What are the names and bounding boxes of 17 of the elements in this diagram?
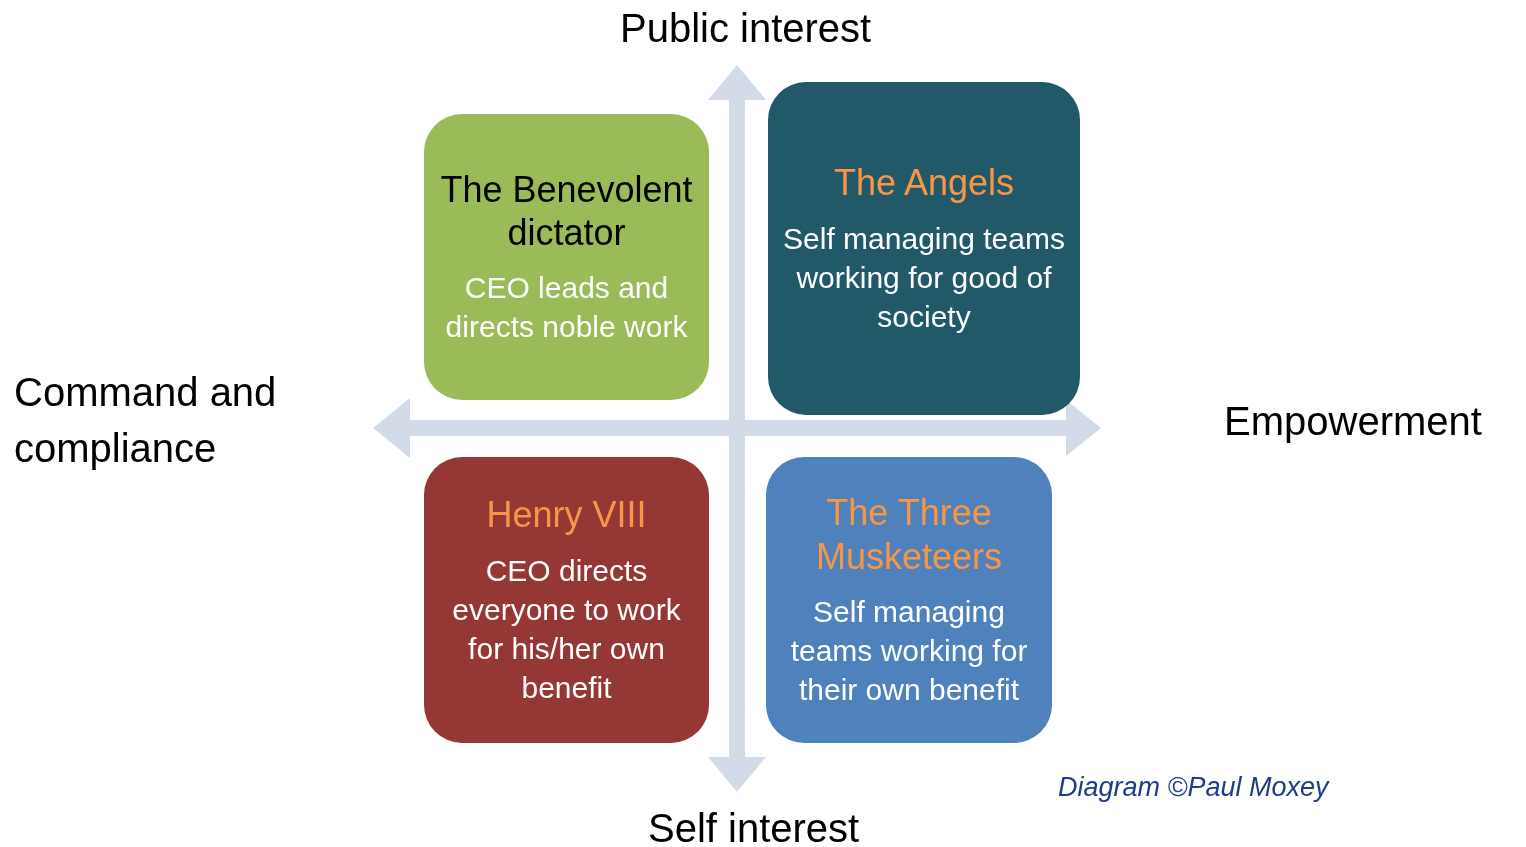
quadrant-description: CEO leads and directs noble work — [444, 270, 689, 346]
axis-label: Self interest — [648, 805, 860, 847]
axis-label: Empowerment — [1224, 398, 1482, 445]
quadrant-title: The Angels — [833, 161, 1015, 205]
quadrant-description: Self managing teams working for their own benefit — [789, 593, 1029, 708]
axis-label: Public interest — [620, 5, 872, 52]
quadrant-box — [424, 114, 709, 400]
quadrant-title: The Benevolent dictator — [439, 167, 694, 255]
quadrant-box — [766, 457, 1052, 743]
quadrant-description: Self managing teams working for good of society — [782, 220, 1066, 335]
credit-caption: Diagram ©Paul Moxey — [1058, 772, 1329, 803]
quadrant-description: CEO directs everyone to work for his/her own benefit — [451, 552, 682, 706]
quadrant-title: Henry VIII — [486, 493, 647, 537]
quadrant-title: The Three Musketeers — [814, 491, 1004, 578]
axis-label: Command and compliance — [14, 369, 278, 472]
quadrant-box — [768, 82, 1080, 415]
quadrant-box — [424, 457, 709, 743]
